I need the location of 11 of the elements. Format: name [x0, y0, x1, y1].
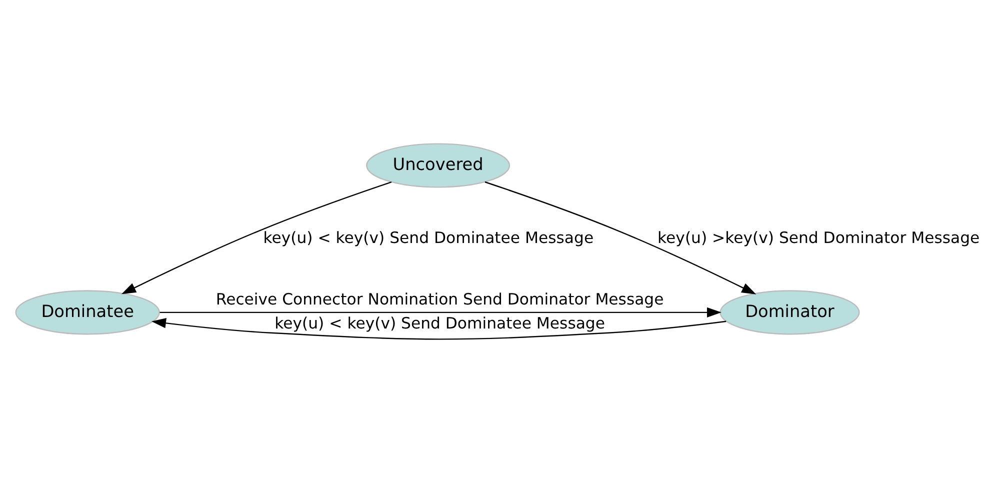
- edge-label: key(u) >key(v) Send Dominator Message: [657, 228, 980, 248]
- arrow: [159, 307, 721, 318]
- edge-label: key(u) < key(v) Send Dominatee Message: [274, 314, 604, 333]
- arrow: [120, 181, 392, 294]
- node-ellipse: Uncovered: [366, 143, 510, 188]
- node-ellipse: Dominatee: [14, 290, 160, 335]
- edge-label: key(u) < key(v) Send Dominatee Message: [262, 228, 594, 248]
- edge-label: Receive Connector Nomination Send Dominator Message: [215, 289, 664, 308]
- arrow: [151, 318, 726, 340]
- node-ellipse: Dominator: [719, 290, 860, 335]
- arrow: [484, 181, 756, 294]
